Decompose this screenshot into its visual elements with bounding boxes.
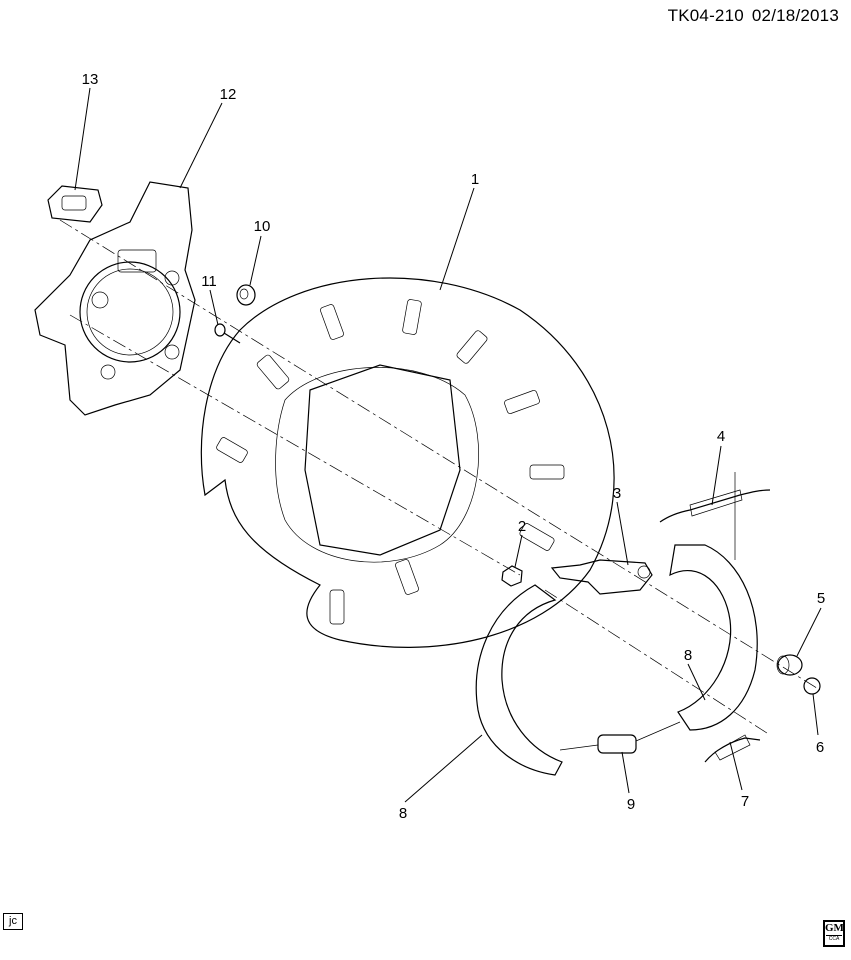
part-10-nut[interactable] xyxy=(236,284,256,306)
callout-9: 9 xyxy=(627,796,635,813)
leader-9 xyxy=(621,751,630,794)
part-4-upper-return-spring[interactable] xyxy=(659,472,771,560)
part-2-bolt[interactable] xyxy=(501,565,523,587)
callout-3: 3 xyxy=(613,485,621,502)
leader-10 xyxy=(249,235,262,286)
diagram-id: TK04-210 xyxy=(667,6,744,25)
callout-8-right: 8 xyxy=(684,647,692,664)
centerline-upper xyxy=(59,219,821,691)
callout-11: 11 xyxy=(201,273,217,290)
centerline-shoe xyxy=(544,589,771,736)
callout-2: 2 xyxy=(518,518,526,535)
leader-3 xyxy=(616,501,629,566)
callout-10: 10 xyxy=(254,218,271,235)
gm-logo-text: GM xyxy=(825,922,844,934)
gm-logo: GM CCA xyxy=(823,920,845,947)
part-8-brake-shoe-right[interactable] xyxy=(669,544,758,731)
callout-8-left: 8 xyxy=(399,805,407,822)
part-7-lower-spring[interactable] xyxy=(704,734,761,763)
diagram-date: 02/18/2013 xyxy=(751,6,839,25)
callout-7: 7 xyxy=(741,793,749,810)
part-9-adjuster[interactable] xyxy=(559,721,681,754)
gm-logo-subtext: CCA xyxy=(826,935,842,942)
part-11-stud[interactable] xyxy=(214,323,241,344)
part-8-brake-shoe-left[interactable] xyxy=(475,584,563,776)
callout-12: 12 xyxy=(220,86,237,103)
callout-5: 5 xyxy=(817,590,825,607)
leader-1 xyxy=(439,187,475,291)
callout-1: 1 xyxy=(471,171,479,188)
part-3-actuator-lever[interactable] xyxy=(550,559,653,595)
part-13-sensor[interactable] xyxy=(47,185,103,223)
centerline-lower xyxy=(69,314,521,576)
part-6-retainer[interactable] xyxy=(803,677,821,695)
callout-13: 13 xyxy=(82,71,99,88)
part-1-backing-plate[interactable] xyxy=(200,277,615,648)
callout-6: 6 xyxy=(816,739,824,756)
leader-11 xyxy=(209,289,219,326)
illustrator-tag: jc xyxy=(3,913,23,930)
leader-8-right xyxy=(687,663,706,701)
leader-7 xyxy=(729,741,743,791)
leader-8-left xyxy=(404,734,483,803)
diagram-title: TK04-210 02/18/2013 xyxy=(660,6,839,26)
leader-2 xyxy=(514,534,523,568)
part-12-anchor-bracket[interactable] xyxy=(34,181,196,416)
callout-4: 4 xyxy=(717,428,725,445)
leader-12 xyxy=(179,102,223,189)
part-5-adjuster-spring[interactable] xyxy=(776,654,803,676)
leader-6 xyxy=(812,693,819,736)
leader-4 xyxy=(711,445,722,506)
leader-13 xyxy=(74,87,91,191)
leader-5 xyxy=(796,607,822,657)
